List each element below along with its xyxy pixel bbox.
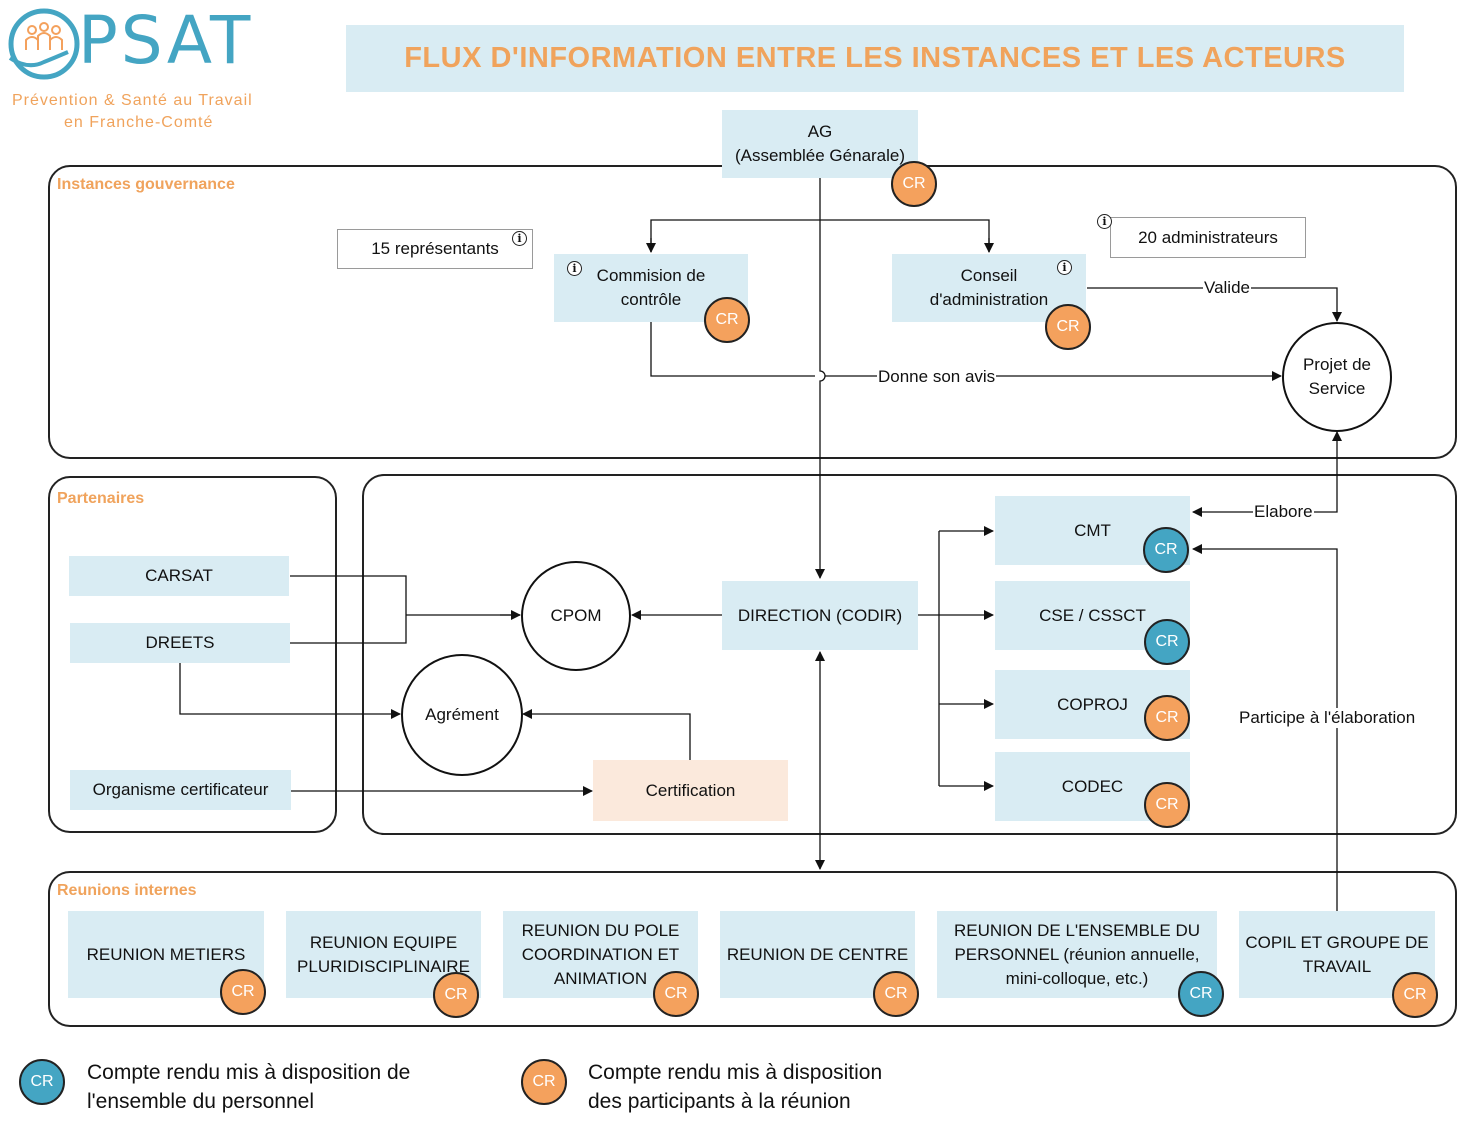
cr-badge-conseil: CR	[1045, 304, 1091, 350]
edge-label-participe: Participe à l'élaboration	[1238, 708, 1417, 728]
agrement-label: Agrément	[425, 705, 499, 724]
edge-label-valide: Valide	[1203, 278, 1251, 298]
legend-cr-orange: CR	[521, 1059, 567, 1105]
cpom-node: CPOM	[521, 561, 631, 671]
reunion-box: REUNION EQUIPE PLURIDISCIPLINAIRE	[286, 911, 481, 998]
info-icon: i	[567, 261, 582, 276]
logo: PSAT Prévention & Santé au Travail en Fr…	[6, 2, 306, 136]
agrement-node: Agrément	[401, 654, 523, 776]
cr-badge-ag: CR	[891, 161, 937, 207]
direction-label: DIRECTION (CODIR)	[737, 605, 903, 625]
line-conseil-projet	[1087, 287, 1342, 322]
line-partenaires-cpom	[290, 575, 520, 644]
cr-badge-reunion: CR	[1392, 972, 1438, 1018]
conseil-line2: d'administration	[929, 290, 1049, 309]
legend-blue-line2: l'ensemble du personnel	[87, 1090, 314, 1113]
cpom-label: CPOM	[550, 606, 602, 625]
certification-label: Certification	[645, 780, 736, 800]
organisme-box: Organisme certificateur	[70, 770, 291, 810]
projet-line1: Projet de	[1302, 355, 1372, 374]
cr-badge-reunion: CR	[873, 971, 919, 1017]
carsat-label: CARSAT	[145, 566, 213, 585]
reunion-line: REUNION EQUIPE	[309, 932, 458, 952]
reunion-line: mini-colloque, etc.)	[1005, 968, 1149, 988]
reunion-line: ANIMATION	[553, 968, 648, 988]
line-copil-cmt	[1192, 544, 1338, 911]
dreets-label: DREETS	[145, 633, 215, 652]
projet-service-node: Projet de Service	[1282, 322, 1392, 432]
ag-line2: (Assemblée Génarale)	[734, 146, 906, 165]
cmt-label: CMT	[1074, 520, 1111, 540]
certification-box: Certification	[593, 760, 788, 821]
line-cmt-projet	[1192, 431, 1342, 517]
cr-badge-cse: CR	[1144, 619, 1190, 665]
legend-cr-blue: CR	[19, 1059, 65, 1105]
line-ag-direction	[815, 178, 826, 579]
coproj-label: COPROJ	[1057, 694, 1128, 714]
reunion-line: REUNION DU POLE	[521, 920, 680, 940]
representants-label: 15 représentants	[371, 239, 499, 258]
cr-badge-commission: CR	[704, 297, 750, 343]
representants-box: 15 représentants	[337, 229, 533, 269]
edge-label-donne-avis: Donne son avis	[877, 367, 997, 387]
reunion-line: PLURIDISCIPLINAIRE	[297, 956, 470, 976]
organisme-label: Organisme certificateur	[92, 780, 269, 799]
codec-label: CODEC	[1061, 776, 1124, 796]
legend-blue-line1: Compte rendu mis à disposition de	[87, 1061, 411, 1084]
logo-tagline-1: Prévention & Santé au Travail	[12, 92, 253, 109]
group-label-reunions: Reunions internes	[57, 882, 197, 899]
cr-badge-reunion: CR	[1178, 971, 1224, 1017]
line-dreets-agrement	[179, 663, 401, 719]
cr-badge-reunion: CR	[220, 969, 266, 1015]
ag-box: AG (Assemblée Génarale)	[722, 110, 918, 178]
page-title-banner: FLUX D'INFORMATION ENTRE LES INSTANCES E…	[346, 25, 1404, 92]
reunion-line: COORDINATION ET	[521, 944, 680, 964]
line-direction-instances	[918, 531, 940, 786]
reunion-line: REUNION METIERS	[86, 944, 246, 964]
direction-box: DIRECTION (CODIR)	[722, 581, 918, 650]
reunion-line: REUNION DE L'ENSEMBLE DU	[953, 920, 1201, 940]
commission-box: Commision de contrôle	[554, 254, 748, 322]
reunion-line: COPIL ET GROUPE DE	[1245, 932, 1429, 952]
carsat-box: CARSAT	[69, 556, 289, 596]
logo-people-icon	[8, 8, 80, 80]
group-reunions	[48, 871, 1457, 1027]
administrateurs-box: 20 administrateurs	[1110, 217, 1306, 258]
reunion-box: REUNION DE L'ENSEMBLE DU PERSONNEL (réun…	[937, 911, 1217, 998]
commission-line2: contrôle	[620, 290, 682, 309]
cr-badge-reunion: CR	[433, 972, 479, 1018]
legend-orange-line1: Compte rendu mis à disposition	[588, 1061, 883, 1084]
reunion-line: REUNION DE CENTRE	[726, 944, 909, 964]
administrateurs-label: 20 administrateurs	[1138, 227, 1278, 247]
cr-badge-coproj: CR	[1144, 695, 1190, 741]
edge-label-elabore: Elabore	[1253, 502, 1314, 522]
ag-line1: AG	[807, 122, 833, 141]
logo-name: PSAT	[78, 2, 254, 79]
cr-badge-reunion: CR	[653, 971, 699, 1017]
line-certification-agrement	[522, 709, 691, 760]
reunion-line: TRAVAIL	[1302, 956, 1372, 976]
cse-label: CSE / CSSCT	[1039, 605, 1146, 625]
projet-line2: Service	[1308, 379, 1366, 398]
info-icon: i	[1097, 214, 1112, 229]
cr-badge-codec: CR	[1144, 782, 1190, 828]
info-icon: i	[1057, 260, 1072, 275]
reunion-line: PERSONNEL (réunion annuelle,	[954, 944, 1200, 964]
cr-badge-cmt: CR	[1143, 527, 1189, 573]
logo-tagline-2: en Franche-Comté	[64, 114, 214, 131]
dreets-box: DREETS	[70, 623, 290, 663]
conseil-line1: Conseil	[960, 266, 1018, 285]
group-label-partenaires: Partenaires	[57, 490, 145, 507]
legend-orange-line2: des participants à la réunion	[588, 1090, 851, 1113]
group-label-gouvernance: Instances gouvernance	[57, 176, 235, 193]
page-title: FLUX D'INFORMATION ENTRE LES INSTANCES E…	[404, 42, 1346, 74]
commission-line1: Commision de	[596, 266, 706, 285]
info-icon: i	[512, 231, 527, 246]
line-ag-branch	[650, 219, 990, 252]
group-operations	[362, 474, 1457, 835]
group-partenaires	[48, 476, 337, 833]
